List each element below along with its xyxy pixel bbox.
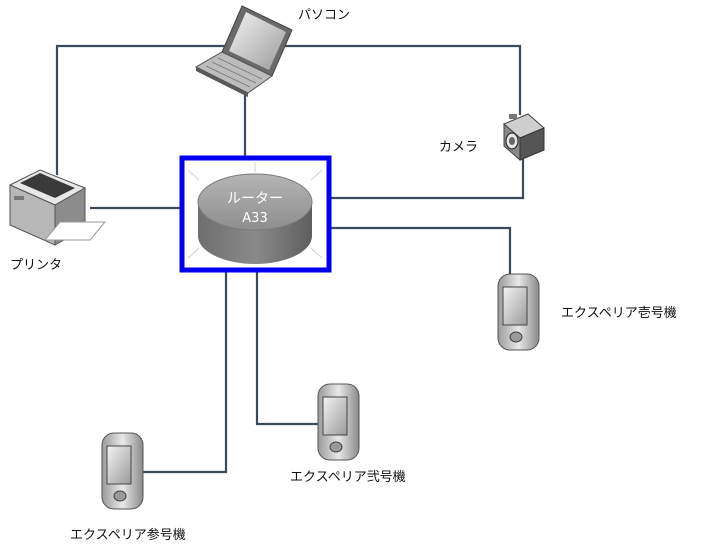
- link-router-camera: [328, 158, 525, 200]
- connection-lines: [55, 44, 525, 474]
- smartphone-icon-2[interactable]: [317, 383, 360, 461]
- printer-label: プリンタ: [10, 258, 63, 273]
- link-router-phone1: [328, 226, 512, 276]
- router-icon[interactable]: [187, 162, 323, 264]
- router-highlight-frame: [179, 155, 332, 273]
- smartphone-icon-1[interactable]: [497, 273, 540, 351]
- link-router-phone2: [255, 268, 322, 426]
- camera-icon[interactable]: [503, 113, 545, 162]
- phone2-label: エクスペリア弐号機: [290, 470, 406, 485]
- link-printer-pc: [55, 44, 522, 175]
- phone1-label: エクスペリア壱号機: [561, 306, 677, 321]
- router-model-label: A33: [242, 211, 267, 226]
- link-router-phone3: [138, 268, 228, 474]
- phone3-label: エクスペリア参号機: [70, 528, 186, 543]
- camera-label: カメラ: [439, 140, 479, 155]
- printer-icon[interactable]: [8, 169, 107, 246]
- pc-label: パソコン: [298, 8, 351, 23]
- router-name-label: ルーター: [227, 191, 283, 207]
- smartphone-icon-3[interactable]: [101, 432, 144, 510]
- laptop-icon[interactable]: [194, 5, 293, 97]
